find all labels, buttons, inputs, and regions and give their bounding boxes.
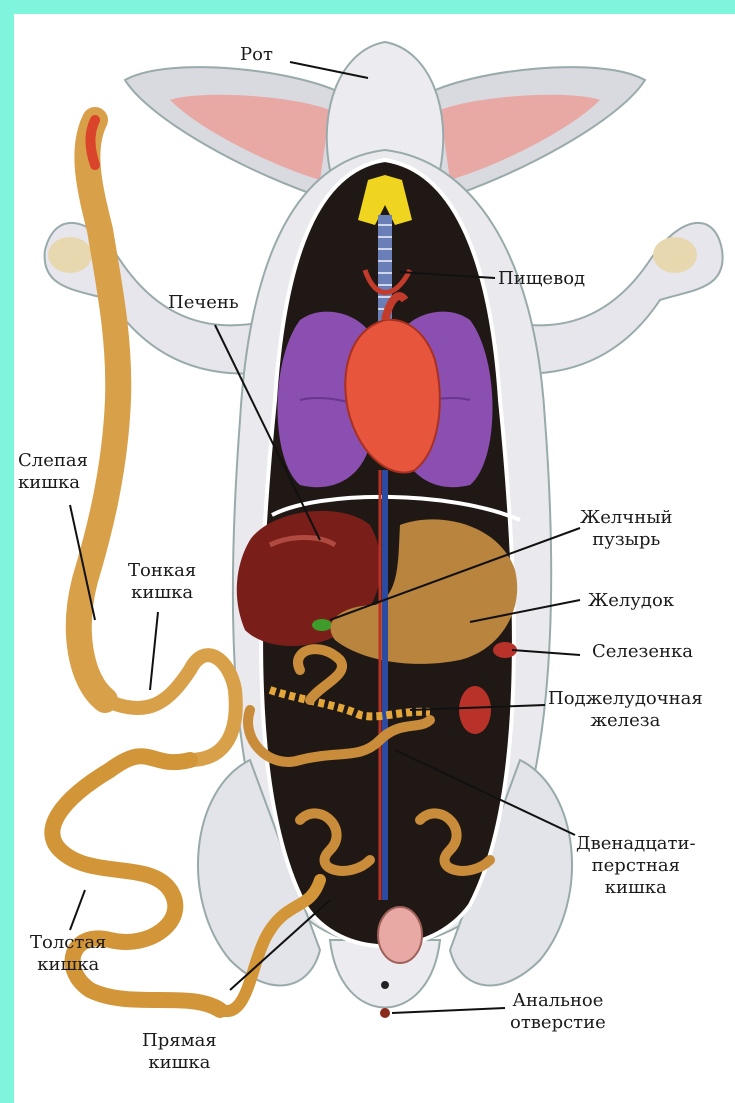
label-mouth: Рот bbox=[240, 44, 273, 66]
gallbladder bbox=[312, 619, 332, 631]
label-gallbladder: Желчный пузырь bbox=[580, 507, 673, 551]
label-esophagus: Пищевод bbox=[498, 268, 585, 290]
anus-dot-upper bbox=[381, 981, 389, 989]
label-spleen: Селезенка bbox=[592, 641, 693, 663]
label-stomach: Желудок bbox=[588, 590, 674, 612]
label-rectum: Прямая кишка bbox=[142, 1030, 217, 1074]
kidney bbox=[459, 686, 491, 734]
label-liver: Печень bbox=[168, 292, 239, 314]
label-cecum: Слепая кишка bbox=[18, 450, 88, 494]
anus-dot bbox=[380, 1008, 390, 1018]
label-anus: Анальное отверстие bbox=[510, 990, 606, 1034]
label-pancreas: Поджелудочная железа bbox=[548, 688, 703, 732]
label-duodenum: Двенадцати- перстная кишка bbox=[576, 833, 696, 899]
bladder bbox=[378, 907, 422, 963]
label-large-intestine: Толстая кишка bbox=[30, 932, 106, 976]
label-small-intestine: Тонкая кишка bbox=[128, 560, 196, 604]
